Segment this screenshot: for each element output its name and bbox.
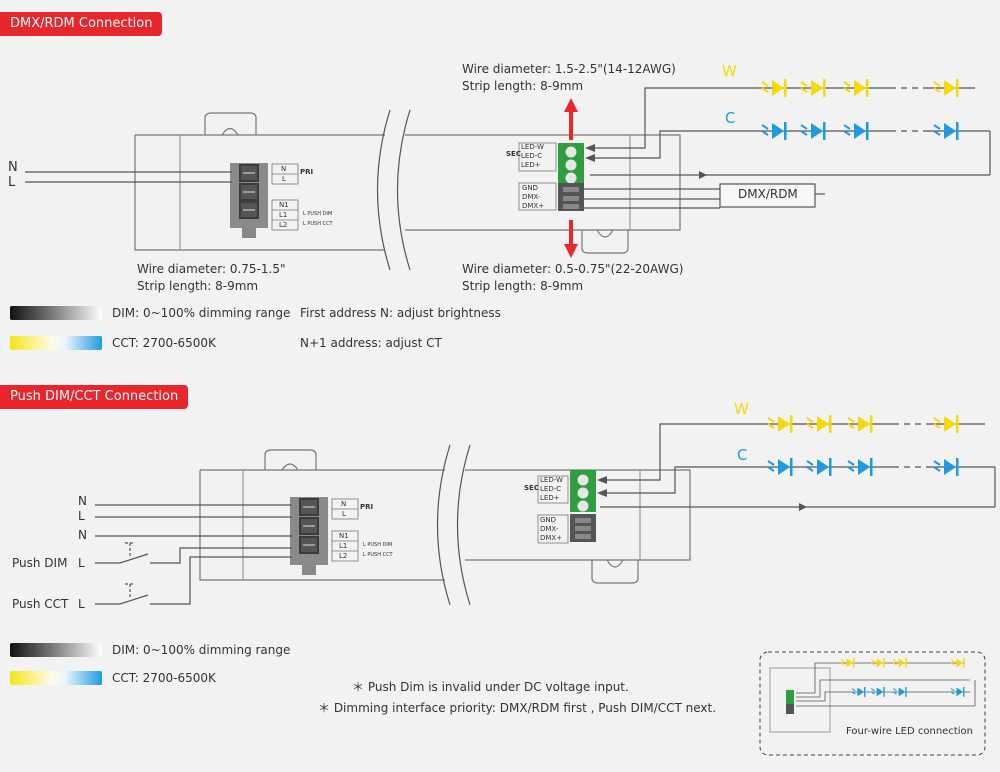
- push-section-title: Push DIM/CCT Connection: [10, 389, 179, 404]
- push-gnd: GND: [540, 516, 557, 524]
- dmx-wire-top-strip: Strip length: 8-9mm: [462, 79, 584, 93]
- dmx-address-n: First address N: adjust brightness: [300, 306, 501, 320]
- dmx-rdm-box-label: DMX/RDM: [738, 187, 798, 201]
- push-led-c: LED-C: [540, 485, 562, 493]
- push-push-cct-small: L PUSH CCT: [363, 552, 393, 558]
- push-input-wires: [95, 504, 292, 605]
- dmx-cct-gradient-bar: [10, 336, 102, 350]
- dmx-dmx-minus: DMX-: [522, 193, 541, 201]
- dmx-gnd: GND: [522, 184, 539, 192]
- dmx-section-banner: DMX/RDM Connection: [0, 12, 163, 36]
- push-note-priority: ＊ Dimming interface priority: DMX/RDM fi…: [318, 701, 717, 715]
- dmx-c-label: C: [725, 109, 736, 127]
- push-pri-l2: L2: [339, 552, 348, 560]
- dmx-address-n1: N+1 address: adjust CT: [300, 336, 442, 350]
- dmx-rdm-box: [719, 183, 816, 208]
- four-wire-inset-caption: Four-wire LED connection: [846, 726, 973, 737]
- push-led-plus: LED+: [540, 494, 560, 502]
- dmx-wire-left-strip: Strip length: 8-9mm: [137, 279, 259, 293]
- push-dmx-plus: DMX+: [540, 534, 563, 542]
- push-led-wiring: [600, 423, 996, 508]
- dmx-led-w: LED-W: [521, 143, 544, 151]
- push-dim-l-label: L: [78, 556, 85, 570]
- push-pri-n1: N1: [339, 532, 349, 540]
- push-driver: [199, 444, 691, 606]
- push-cct-label: Push CCT: [12, 597, 69, 611]
- dmx-pri-n1: N1: [279, 201, 289, 209]
- push-section-banner: Push DIM/CCT Connection: [0, 385, 189, 409]
- push-pri-label: PRI: [360, 503, 374, 511]
- dmx-w-label: W: [722, 62, 737, 80]
- push-pri-l1: L1: [339, 542, 348, 550]
- push-cct-legend: CCT: 2700-6500K: [112, 671, 216, 685]
- push-pri-l: L: [342, 510, 346, 518]
- push-c-label: C: [737, 446, 748, 464]
- dmx-input-n-label: N: [8, 160, 18, 175]
- push-l1-label: L: [78, 509, 85, 523]
- push-led-w: LED-W: [540, 476, 563, 484]
- dmx-led-wiring: [584, 87, 991, 209]
- push-dim-legend: DIM: 0~100% dimming range: [112, 643, 291, 657]
- dmx-pri-l2: L2: [279, 221, 288, 229]
- push-dim-label: Push DIM: [12, 556, 68, 570]
- dmx-pri-label: PRI: [300, 168, 314, 176]
- dmx-led-c: LED-C: [521, 152, 543, 160]
- dmx-led-plus: LED+: [521, 161, 541, 169]
- push-push-dim-small: L PUSH DIM: [363, 542, 393, 548]
- dmx-dim-gradient-bar: [10, 306, 102, 320]
- dmx-pri-n: N: [281, 165, 287, 173]
- push-note-dc: ＊ Push Dim is invalid under DC voltage i…: [352, 680, 629, 694]
- push-dim-gradient-bar: [10, 643, 102, 657]
- push-n2-label: N: [78, 528, 87, 542]
- push-pri-n: N: [341, 500, 347, 508]
- dmx-wire-bottom-strip: Strip length: 8-9mm: [462, 279, 584, 293]
- dmx-push-cct-small: L PUSH CCT: [303, 221, 333, 227]
- dmx-wire-left-diameter: Wire diameter: 0.75-1.5": [137, 262, 286, 276]
- push-dmx-minus: DMX-: [540, 525, 559, 533]
- dmx-pri-l: L: [282, 175, 286, 183]
- dmx-dim-legend: DIM: 0~100% dimming range: [112, 306, 291, 320]
- push-w-label: W: [734, 400, 749, 418]
- push-cct-l-label: L: [78, 597, 85, 611]
- dmx-section-title: DMX/RDM Connection: [10, 16, 153, 31]
- push-n1-label: N: [78, 494, 87, 508]
- dmx-dmx-plus: DMX+: [522, 202, 545, 210]
- four-wire-inset: [759, 651, 986, 756]
- dmx-sec-label: SEC: [506, 150, 521, 158]
- dmx-cct-legend: CCT: 2700-6500K: [112, 336, 216, 350]
- push-cct-gradient-bar: [10, 671, 102, 685]
- dmx-wire-top-diameter: Wire diameter: 1.5-2.5"(14-12AWG): [462, 62, 676, 76]
- dmx-driver: [134, 98, 681, 271]
- push-sec-label: SEC: [524, 484, 539, 492]
- dmx-wire-bottom-diameter: Wire diameter: 0.5-0.75"(22-20AWG): [462, 262, 684, 276]
- dmx-pri-l1: L1: [279, 211, 288, 219]
- dmx-input-l-label: L: [8, 175, 16, 190]
- dmx-push-dim-small: L PUSH DIM: [303, 211, 333, 217]
